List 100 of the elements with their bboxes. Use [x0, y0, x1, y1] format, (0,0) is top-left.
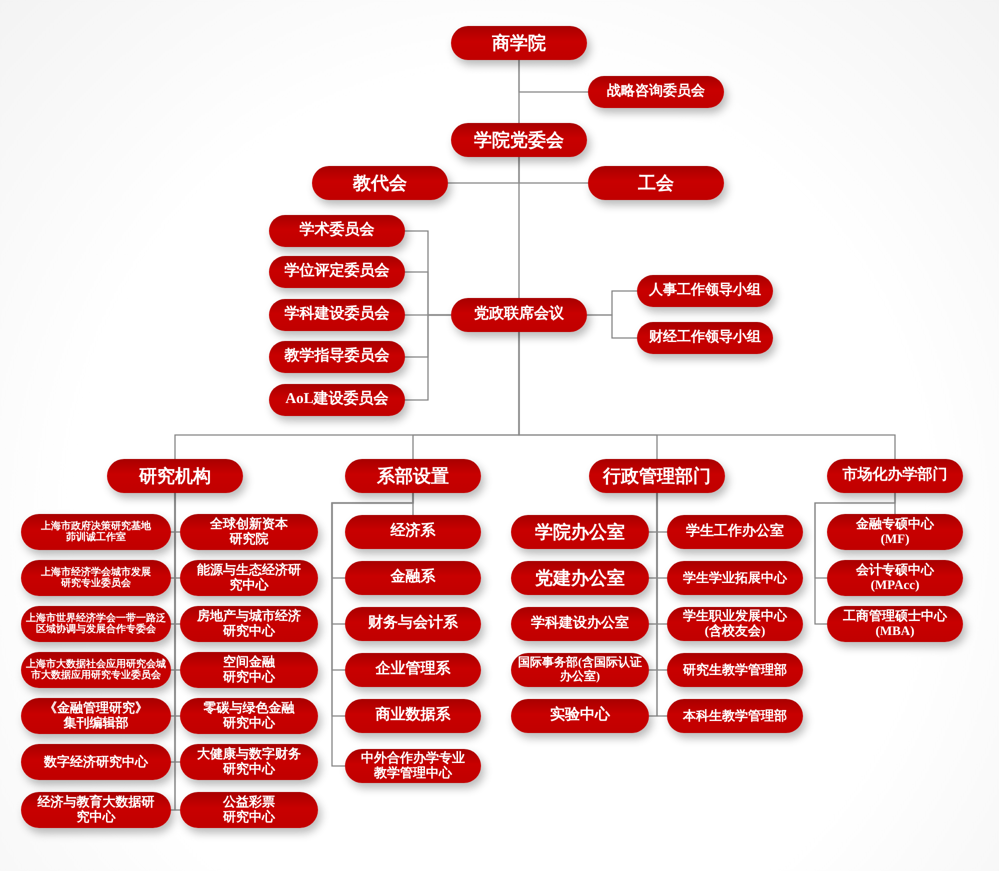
unit-name: 上海市经济学会城市发展研究专业委员会	[40, 566, 152, 590]
unit-name: 商学院	[492, 32, 546, 54]
org-unit-box	[345, 699, 481, 733]
unit-name: 空间金融研究中心	[222, 655, 276, 685]
org-unit-box	[21, 698, 171, 734]
unit-name: 教学指导委员会	[284, 348, 390, 366]
org-unit-box	[589, 459, 725, 493]
org-unit-box	[269, 299, 405, 331]
org-unit-box	[180, 698, 318, 734]
unit-name: 战略咨询委员会	[607, 84, 705, 100]
unit-name: 中外合作办学专业教学管理中心	[360, 751, 466, 781]
org-unit-box	[511, 561, 649, 595]
org-unit-box	[180, 560, 318, 596]
unit-name: 经济系	[390, 523, 436, 541]
unit-name: 房地产与城市经济研究中心	[196, 609, 302, 639]
org-unit-box	[180, 606, 318, 642]
connector-line	[518, 157, 520, 298]
org-unit-box	[667, 515, 803, 549]
unit-name: 研究生教学管理部	[683, 662, 787, 678]
unit-name: 学生学业拓展中心	[683, 570, 787, 586]
unit-name: 金融专硕中心(MF)	[855, 517, 936, 547]
unit-name: 大健康与数字财务研究中心	[196, 747, 302, 777]
unit-name: 工会	[638, 172, 674, 194]
unit-name: 上海市大数据社会应用研究会城市大数据应用研究专业委员会	[25, 658, 167, 682]
unit-name: 学位评定委员会	[284, 263, 390, 281]
unit-name: 学科建设办公室	[531, 616, 629, 632]
org-unit-box	[451, 298, 587, 332]
org-unit-box	[827, 459, 963, 493]
org-unit-box	[21, 606, 171, 642]
org-unit-box	[21, 744, 171, 780]
org-unit-box	[451, 123, 587, 157]
unit-name: 教代会	[353, 172, 407, 194]
unit-name: 经济与教育大数据研究中心	[36, 795, 156, 825]
unit-name: 金融系	[390, 569, 436, 587]
unit-name: 学生工作办公室	[686, 524, 784, 540]
org-unit-box	[180, 744, 318, 780]
org-unit-box	[667, 561, 803, 595]
unit-name: 《金融管理研究》集刊编辑部	[43, 701, 149, 731]
org-unit-box	[511, 653, 649, 687]
org-unit-box	[269, 341, 405, 373]
org-unit-box	[345, 515, 481, 549]
unit-name: 学院办公室	[535, 522, 625, 542]
org-unit-box	[269, 215, 405, 247]
connector-line	[587, 314, 637, 339]
unit-name: 党政联席会议	[474, 306, 564, 324]
org-unit-box	[345, 607, 481, 641]
org-unit-box	[21, 560, 171, 596]
unit-name: 能源与生态经济研究中心	[196, 563, 302, 593]
unit-name: 财经工作领导小组	[649, 330, 761, 346]
unit-name: 全球创新资本研究院	[209, 517, 289, 547]
org-unit-box	[511, 699, 649, 733]
connector-line	[656, 493, 667, 717]
unit-name: 系部设置	[377, 466, 449, 486]
unit-name: 本科生教学管理部	[683, 708, 787, 724]
unit-name: 上海市世界经济学会一带一路泛区域协调与发展合作专委会	[26, 612, 166, 636]
unit-name: AoL建设委员会	[285, 391, 389, 409]
org-unit-box	[180, 514, 318, 550]
org-unit-box	[511, 607, 649, 641]
unit-name: 学术委员会	[300, 222, 374, 240]
unit-name: 国际事务部(含国际认证办公室)	[517, 656, 643, 684]
org-unit-box	[637, 322, 773, 354]
org-unit-box	[827, 514, 963, 550]
unit-name: 财务与会计系	[368, 615, 458, 633]
org-unit-box	[21, 652, 171, 688]
unit-name: 党建办公室	[535, 568, 625, 588]
org-unit-box	[345, 459, 481, 493]
org-unit-box	[667, 607, 803, 641]
unit-name: 数字经济研究中心	[42, 754, 150, 770]
unit-name: 研究机构	[139, 466, 211, 486]
org-unit-box	[180, 792, 318, 828]
unit-name: 会计专硕中心(MPAcc)	[854, 563, 936, 593]
org-unit-box	[588, 76, 724, 108]
org-unit-box	[451, 26, 587, 60]
org-unit-box	[269, 256, 405, 288]
org-unit-box	[827, 606, 963, 642]
org-unit-box	[107, 459, 243, 493]
org-unit-box	[511, 515, 649, 549]
unit-name: 学科建设委员会	[284, 306, 390, 324]
org-unit-box	[21, 514, 171, 550]
connector-line	[518, 332, 896, 459]
connector-line	[174, 493, 180, 811]
org-unit-box	[345, 561, 481, 595]
unit-name: 上海市政府决策研究基地茆训诚工作室	[40, 520, 152, 544]
unit-name: 商业数据系	[376, 707, 450, 725]
org-unit-box	[345, 653, 481, 687]
org-unit-box	[312, 166, 448, 200]
unit-name: 学院党委会	[474, 130, 564, 150]
unit-name: 人事工作领导小组	[649, 282, 761, 300]
org-unit-box	[588, 166, 724, 200]
org-unit-box	[21, 792, 171, 828]
org-unit-box	[345, 749, 481, 783]
unit-name: 公益彩票研究中心	[222, 795, 276, 825]
org-unit-box	[667, 699, 803, 733]
org-unit-box	[269, 384, 405, 416]
org-unit-box	[827, 560, 963, 596]
org-unit-box	[667, 653, 803, 687]
connector-line	[405, 314, 451, 401]
org-unit-box	[637, 275, 773, 307]
unit-name: 企业管理系	[376, 661, 450, 679]
unit-name: 工商管理硕士中心(MBA)	[842, 609, 948, 639]
